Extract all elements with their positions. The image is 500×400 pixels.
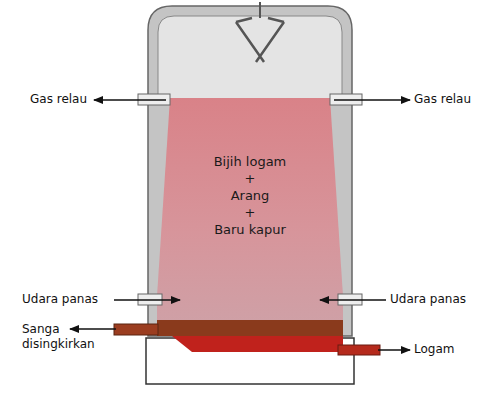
slag-layer bbox=[157, 320, 343, 336]
slag-arrow bbox=[70, 328, 116, 330]
furnace-charge-box: Bijih logam+Arang+Baru kapur bbox=[175, 125, 325, 265]
charge-text: Arang bbox=[231, 187, 270, 204]
metal-tap bbox=[338, 345, 380, 355]
hopper-stem bbox=[259, 2, 261, 18]
hopper bbox=[236, 18, 284, 62]
air-arrow bbox=[114, 299, 180, 301]
gas-arrow bbox=[334, 99, 410, 101]
part-label: Udara panas bbox=[390, 292, 485, 307]
gas-arrow bbox=[94, 99, 166, 101]
metal-layer bbox=[172, 336, 343, 352]
furnace-charge bbox=[157, 98, 343, 322]
charge-text: Bijih logam bbox=[214, 153, 287, 170]
charge-text: + bbox=[245, 170, 256, 187]
slag-tap bbox=[114, 324, 158, 335]
part-label: Gas relau bbox=[30, 92, 92, 107]
furnace-shell bbox=[148, 6, 352, 336]
furnace-top-space bbox=[158, 16, 342, 100]
part-label: Gas relau bbox=[414, 92, 484, 107]
part-label: Logam bbox=[414, 342, 474, 357]
part-label: Udara panas bbox=[22, 292, 112, 307]
metal-arrow bbox=[378, 349, 410, 351]
part-label: Sanga disingkirkan bbox=[22, 322, 102, 352]
air-arrow bbox=[320, 299, 386, 301]
charge-text: Baru kapur bbox=[214, 221, 286, 238]
charge-text: + bbox=[245, 204, 256, 221]
